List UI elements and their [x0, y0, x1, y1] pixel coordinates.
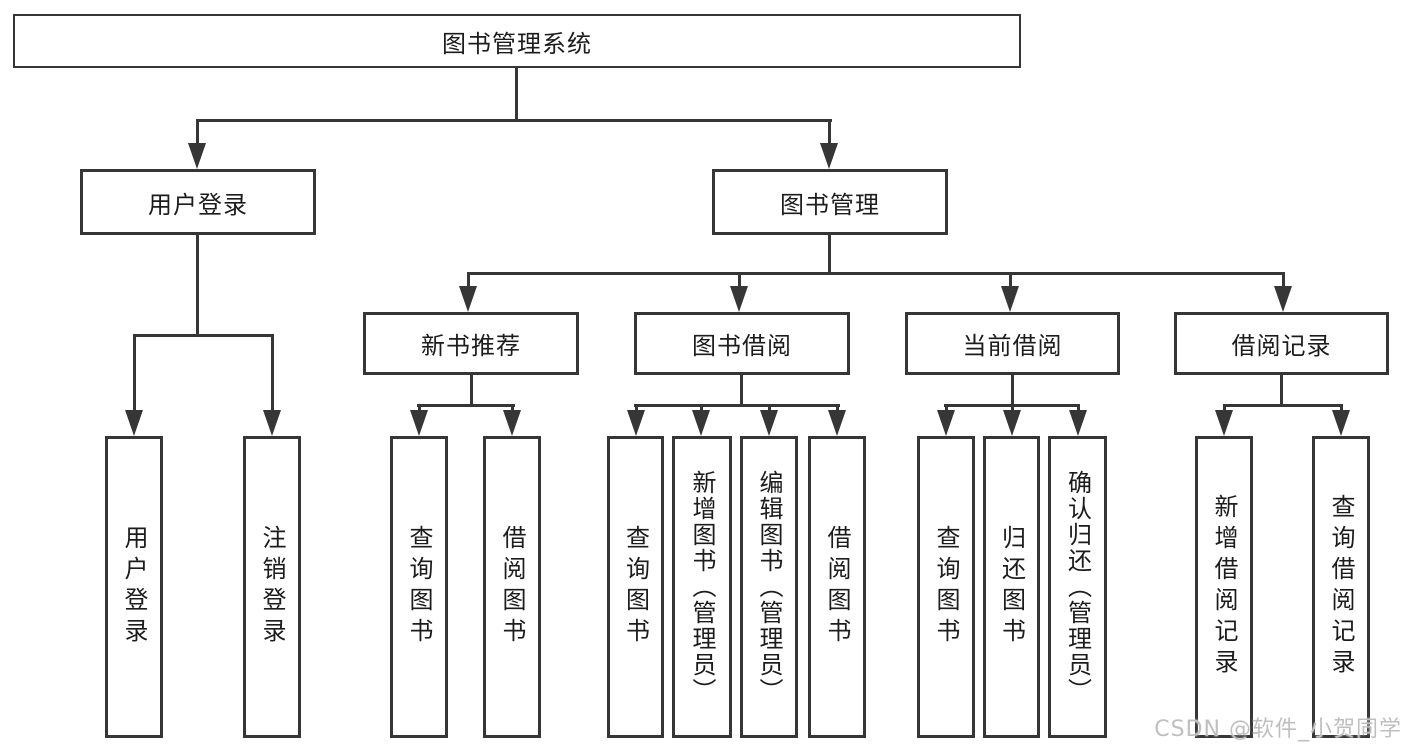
arrowhead-down — [459, 286, 477, 312]
arrowhead-down — [937, 410, 955, 436]
leaf-recommend-borrow-book-label: 借阅图书 — [498, 525, 526, 649]
leaf-record-add-label: 新增借阅记录 — [1210, 494, 1238, 680]
leaf-user-login: 用户登录 — [105, 436, 163, 738]
leaf-current-return-book: 归还图书 — [983, 436, 1040, 738]
connector-line — [836, 404, 839, 414]
connector-line — [133, 334, 136, 414]
leaf-borrow-borrow-book: 借阅图书 — [808, 436, 866, 738]
leaf-logout-label: 注销登录 — [258, 525, 286, 649]
arrowhead-down — [125, 410, 143, 436]
node-book-management: 图书管理 — [712, 169, 948, 235]
connector-line — [417, 404, 515, 407]
node-current-borrow-label: 当前借阅 — [962, 332, 1063, 360]
arrowhead-down — [1001, 286, 1019, 312]
connector-line — [1223, 404, 1226, 414]
arrowhead-down — [1332, 410, 1350, 436]
connector-line — [828, 119, 831, 149]
connector-line — [511, 404, 514, 414]
connector-line — [738, 272, 741, 290]
leaf-borrow-edit-book-admin-label: 编辑图书（管理员） — [755, 470, 783, 704]
node-user-login-label: 用户登录 — [148, 190, 248, 219]
arrowhead-down — [188, 143, 206, 169]
leaf-current-return-book-label: 归还图书 — [997, 525, 1026, 649]
arrowhead-down — [760, 410, 778, 436]
node-current-borrow: 当前借阅 — [905, 312, 1120, 375]
connector-line — [1282, 272, 1285, 290]
arrowhead-down — [627, 410, 645, 436]
leaf-current-confirm-return-admin: 确认归还（管理员） — [1048, 436, 1107, 738]
connector-line — [635, 404, 638, 414]
node-root: 图书管理系统 — [13, 14, 1021, 68]
leaf-recommend-borrow-book: 借阅图书 — [483, 436, 541, 738]
arrowhead-down — [730, 286, 748, 312]
node-user-login: 用户登录 — [80, 169, 316, 235]
connector-line — [418, 404, 421, 414]
connector-line — [470, 375, 473, 406]
arrowhead-down — [820, 143, 838, 169]
leaf-current-confirm-return-admin-label: 确认归还（管理员） — [1063, 470, 1092, 704]
leaf-current-query-book: 查询图书 — [917, 436, 975, 738]
connector-line — [271, 334, 274, 414]
arrowhead-down — [1069, 410, 1087, 436]
arrowhead-down — [828, 410, 846, 436]
arrowhead-down — [263, 410, 281, 436]
arrowhead-down — [1003, 410, 1021, 436]
leaf-borrow-query-book-label: 查询图书 — [621, 525, 650, 649]
arrowhead-down — [410, 410, 428, 436]
node-book-management-label: 图书管理 — [780, 190, 880, 219]
connector-line — [740, 375, 743, 406]
connector-line — [1077, 404, 1080, 414]
node-borrow-record-label: 借阅记录 — [1231, 332, 1332, 360]
leaf-user-login-label: 用户登录 — [120, 525, 148, 649]
connector-line — [945, 404, 948, 414]
connector-line — [467, 272, 470, 290]
connector-line — [133, 334, 274, 337]
csdn-watermark: CSDN @软件_小贺同学 — [1154, 717, 1402, 742]
leaf-borrow-add-book-admin-label: 新增图书（管理员） — [688, 470, 716, 704]
connector-line — [196, 119, 199, 149]
connector-line — [1009, 272, 1012, 290]
connector-line — [1340, 404, 1343, 414]
connector-line — [1011, 375, 1014, 406]
connector-line — [1223, 404, 1343, 407]
connector-line — [196, 234, 199, 337]
connector-line — [828, 234, 831, 275]
leaf-record-query-label: 查询借阅记录 — [1327, 494, 1355, 680]
node-root-label: 图书管理系统 — [442, 29, 592, 58]
leaf-record-query: 查询借阅记录 — [1312, 436, 1370, 738]
leaf-borrow-query-book: 查询图书 — [607, 436, 664, 738]
node-new-book-recommend: 新书推荐 — [363, 312, 579, 375]
leaf-recommend-query-book-label: 查询图书 — [405, 525, 433, 649]
leaf-logout: 注销登录 — [243, 436, 301, 738]
arrowhead-down — [1215, 410, 1233, 436]
node-new-book-recommend-label: 新书推荐 — [421, 332, 521, 360]
leaf-borrow-edit-book-admin: 编辑图书（管理员） — [740, 436, 798, 738]
connector-line — [1011, 404, 1014, 414]
leaf-borrow-borrow-book-label: 借阅图书 — [823, 525, 851, 649]
connector-line — [700, 404, 703, 414]
arrowhead-down — [692, 410, 710, 436]
node-borrow-record: 借阅记录 — [1174, 312, 1389, 375]
leaf-current-query-book-label: 查询图书 — [932, 525, 960, 649]
node-book-borrow: 图书借阅 — [634, 312, 850, 375]
leaf-borrow-add-book-admin: 新增图书（管理员） — [672, 436, 732, 738]
leaf-recommend-query-book: 查询图书 — [390, 436, 448, 738]
connector-line — [634, 404, 840, 407]
connector-line — [196, 119, 832, 122]
arrowhead-down — [1274, 286, 1292, 312]
leaf-record-add: 新增借阅记录 — [1195, 436, 1253, 738]
arrowhead-down — [503, 410, 521, 436]
node-book-borrow-label: 图书借阅 — [692, 332, 792, 360]
connector-line — [1280, 375, 1283, 406]
connector-line — [467, 272, 1285, 275]
connector-line — [768, 404, 771, 414]
connector-line — [515, 68, 518, 122]
